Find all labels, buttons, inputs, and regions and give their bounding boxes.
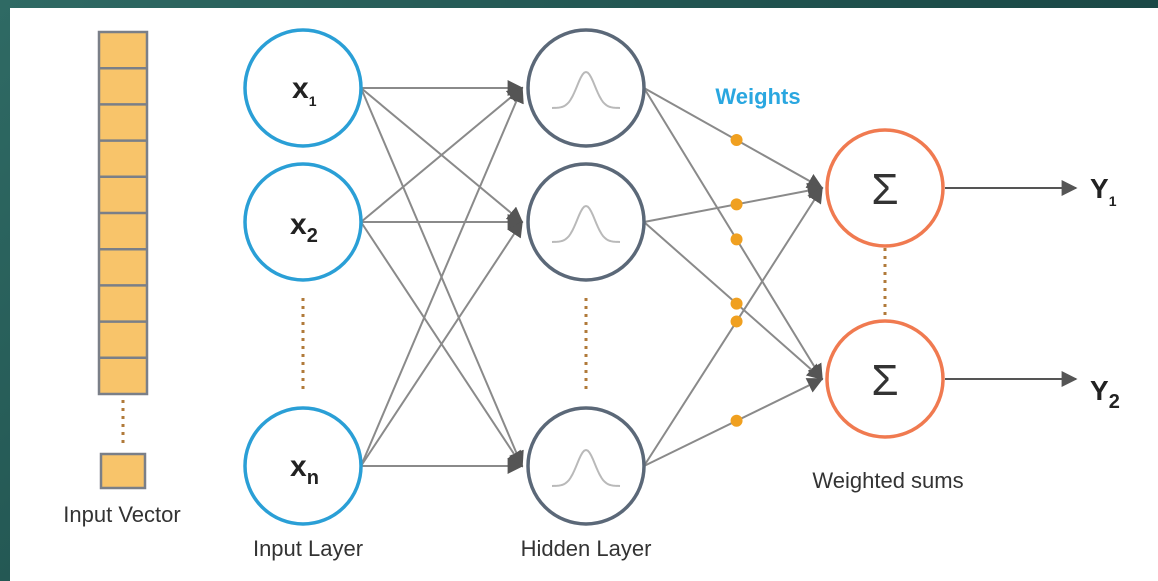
input-layer: x1 x2 xn (243, 28, 363, 526)
input-node-1 (243, 28, 363, 148)
input-vector (97, 30, 149, 490)
sum-node-1 (825, 128, 945, 248)
weight-dot (730, 315, 743, 328)
output-y1-label: Y1 (1090, 173, 1117, 209)
sum-symbol-1: Σ (871, 165, 898, 214)
gaussian-curve-3 (551, 448, 621, 487)
weight-dots (730, 134, 743, 427)
gaussian-curve-1 (551, 70, 621, 109)
connection-input-3-hidden-2 (360, 220, 523, 467)
output-y2-label: Y2 (1090, 375, 1120, 413)
weight-dot (730, 198, 743, 211)
weight-dot (730, 414, 743, 427)
input-hidden-connections (360, 80, 524, 474)
input-node-n (243, 406, 363, 526)
hidden-layer-label: Hidden Layer (521, 536, 652, 561)
input-node-1-label: x1 (292, 72, 317, 109)
weight-dot (730, 297, 743, 310)
weight-dot (730, 134, 743, 146)
output-layer: Σ Σ (825, 128, 945, 439)
weighted-sums-label: Weighted sums (812, 468, 963, 493)
gaussian-curve-2 (551, 204, 621, 243)
input-node-2 (243, 162, 363, 282)
connection-hidden-3-sum-1 (643, 186, 823, 467)
hidden-layer (526, 28, 646, 526)
sum-node-2 (825, 319, 945, 439)
input-vector-cells (99, 66, 147, 360)
input-vector-label: Input Vector (63, 502, 180, 527)
input-node-2-label: x2 (290, 208, 318, 247)
connection-hidden-1-sum-2 (643, 87, 823, 381)
input-vector-last-cell (99, 452, 147, 490)
weights-label: Weights (715, 84, 800, 109)
input-layer-label: Input Layer (253, 536, 363, 561)
input-node-n-label: xn (290, 450, 319, 489)
hidden-node-1 (526, 28, 646, 148)
sum-symbol-2: Σ (871, 356, 898, 405)
connection-input-2-hidden-1 (360, 86, 524, 223)
rbf-network-diagram: Input Vector x1 x2 xn Input Layer Hidden… (63, 28, 1120, 561)
weight-dot (730, 233, 743, 246)
hidden-node-2 (526, 162, 646, 282)
hidden-node-n (526, 406, 646, 526)
diagram-canvas: Input Vector x1 x2 xn Input Layer Hidden… (10, 8, 1158, 581)
connection-input-3-hidden-1 (360, 86, 524, 467)
gaussian-curves (551, 70, 621, 487)
